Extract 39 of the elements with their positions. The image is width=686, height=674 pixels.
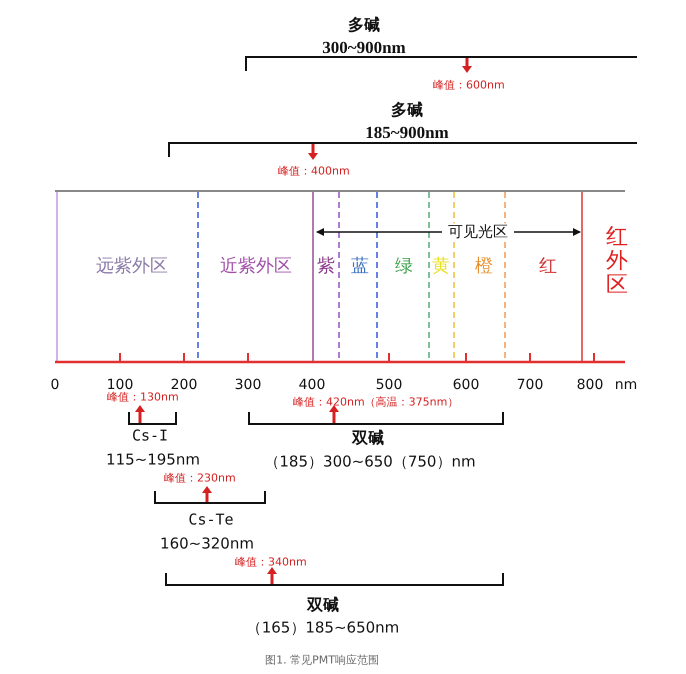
axis-unit: nm	[614, 376, 638, 394]
region-label: 红外区	[606, 226, 628, 298]
axis-tick-label: 400	[298, 376, 326, 394]
peak-label: 峰值：230nm	[164, 472, 236, 486]
peak-label: 峰值：400nm	[278, 166, 350, 178]
material-name: 多碱	[348, 16, 380, 34]
color-band-label: 红	[539, 256, 557, 278]
material-name: 双碱	[307, 596, 339, 614]
range-label: 115~195nm	[106, 451, 200, 469]
range-label: 160~320nm	[160, 535, 254, 553]
axis-tick-label: 0	[50, 376, 60, 394]
material-name: 多碱	[391, 100, 423, 120]
peak-label: 峰值：600nm	[433, 80, 505, 92]
material-name: 双碱	[352, 428, 384, 448]
axis-tick-label: 500	[376, 376, 402, 394]
peak-label: 峰值：340nm	[235, 556, 307, 570]
axis-tick-label: 700	[516, 376, 544, 394]
axis-tick-label: 300	[234, 376, 262, 394]
range-label: 185~900nm	[365, 123, 449, 143]
peak-label: 峰值：130nm	[107, 392, 179, 404]
axis-tick-label: 800	[576, 376, 604, 394]
color-band-label: 黄	[432, 256, 450, 278]
material-name: Cs-Te	[188, 511, 234, 529]
range-label: （185）300~650（750）nm	[264, 453, 476, 471]
color-band-label: 橙	[475, 256, 493, 278]
axis-tick-label: 100	[106, 376, 134, 393]
range-label: （165）185~650nm	[246, 619, 400, 637]
region-label: 远紫外区	[96, 256, 168, 278]
color-band-label: 紫	[317, 256, 335, 278]
axis-tick-label: 600	[452, 376, 480, 394]
axis-tick-label: 200	[170, 376, 198, 393]
figure-caption: 图1. 常见PMT响应范围	[265, 652, 379, 668]
region-label: 近紫外区	[220, 256, 292, 278]
material-name: Cs-I	[132, 427, 168, 445]
region-label: 可见光区	[442, 223, 514, 241]
color-band-label: 绿	[395, 256, 413, 278]
color-band-label: 蓝	[351, 256, 369, 278]
peak-label: 峰值：420nm（高温：375nm）	[293, 396, 458, 410]
range-label: 300~900nm	[322, 38, 406, 58]
